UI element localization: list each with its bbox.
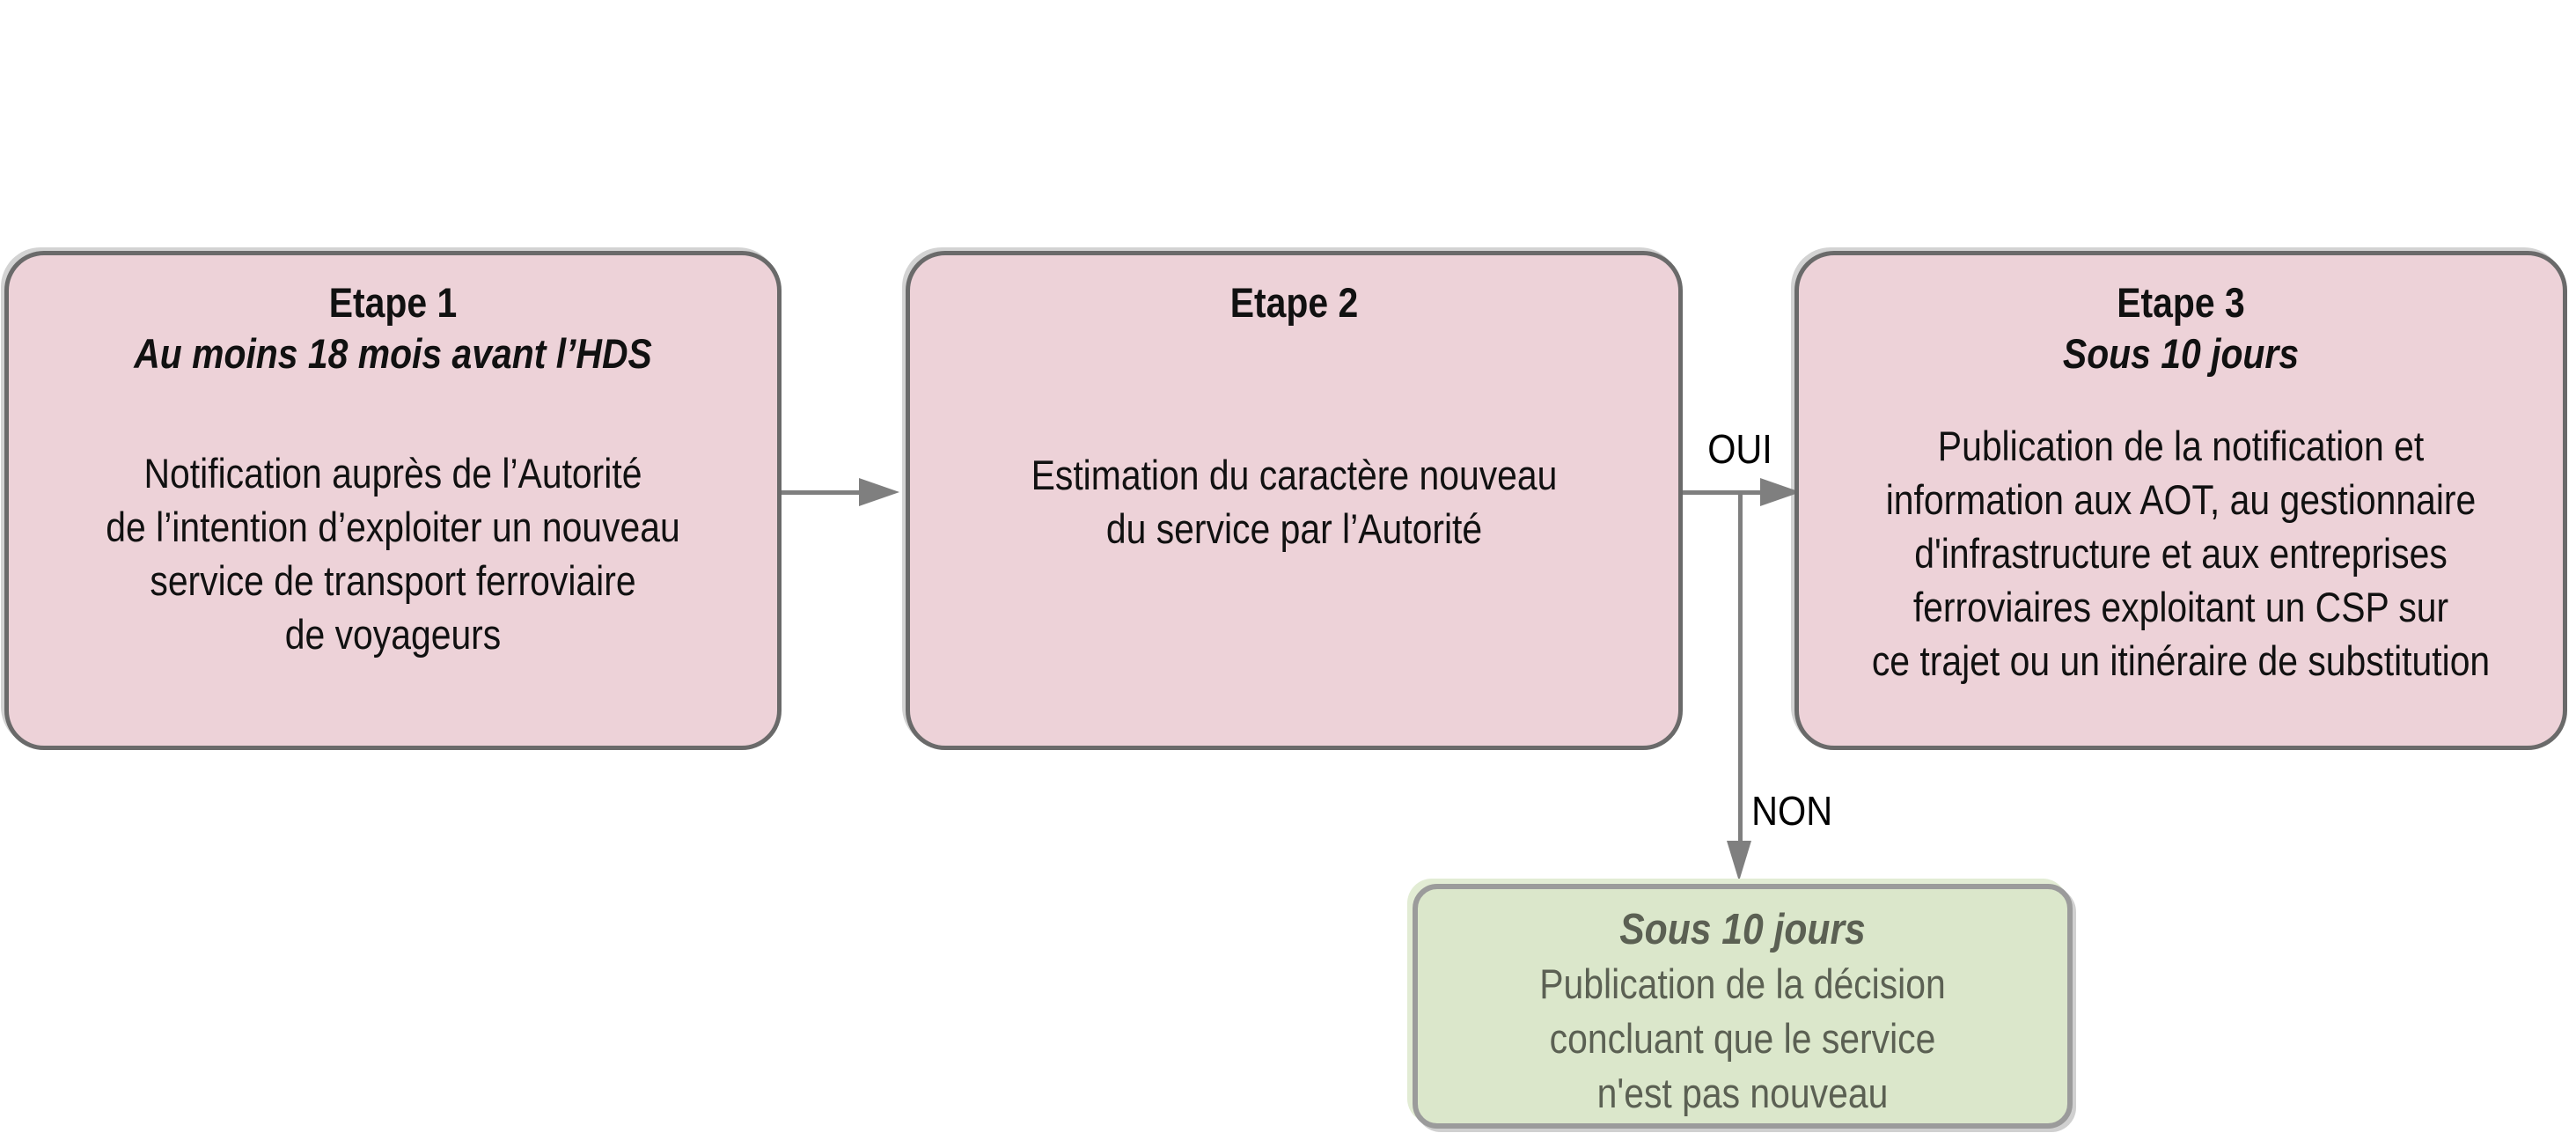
decision-body-line: concluant que le service: [1549, 1015, 1936, 1062]
step1-title: Etape 1: [328, 279, 458, 326]
step3-title: Etape 3: [2117, 279, 2245, 326]
step3-body-line: d'infrastructure et aux entreprises: [1914, 530, 2448, 577]
arrow-step2-to-decision-shaft: [1738, 492, 1743, 842]
step1-subtitle: Au moins 18 mois avant l’HDS: [134, 330, 652, 377]
step2-box: Etape 2 Estimation du caractère nouveau …: [906, 251, 1683, 750]
oui-branch-label: OUI: [1707, 426, 1772, 472]
step1-box: Etape 1 Au moins 18 mois avant l’HDS Not…: [4, 251, 782, 750]
decision-title: Sous 10 jours: [1619, 906, 1866, 953]
step3-subtitle: Sous 10 jours: [2062, 330, 2300, 377]
step1-body-line: de voyageurs: [284, 611, 502, 658]
step3-box: Etape 3 Sous 10 jours Publication de la …: [1794, 251, 2567, 750]
step3-spacer: [1799, 379, 2563, 419]
step2-spacer: [910, 328, 1678, 448]
step3-body-line: information aux AOT, au gestionnaire: [1885, 476, 2477, 523]
arrow-right-icon: [1760, 478, 1801, 506]
step3-body-line: Publication de la notification et: [1937, 423, 2425, 469]
arrow-right-icon: [859, 478, 899, 506]
step3-body-line: ferroviaires exploitant un CSP sur: [1912, 584, 2449, 630]
arrow-step2-to-step3-shaft: [1683, 490, 1764, 495]
step1-spacer: [9, 379, 777, 446]
non-branch-label: NON: [1751, 788, 1833, 834]
step2-body-line: du service par l’Autorité: [1105, 505, 1483, 552]
step2-title: Etape 2: [1229, 279, 1359, 326]
step1-body-line: service de transport ferroviaire: [150, 557, 636, 604]
step1-body-line: Notification auprès de l’Autorité: [143, 450, 642, 497]
decision-body-line: n'est pas nouveau: [1596, 1070, 1889, 1116]
decision-body-line: Publication de la décision: [1539, 960, 1946, 1007]
arrow-step1-to-step2-shaft: [782, 490, 862, 495]
step2-body-line: Estimation du caractère nouveau: [1031, 452, 1558, 498]
arrow-down-icon: [1727, 841, 1751, 881]
step1-body-line: de l’intention d’exploiter un nouveau: [106, 504, 680, 550]
decision-box: Sous 10 jours Publication de la décision…: [1413, 884, 2073, 1129]
step3-body-line: ce trajet ou un itinéraire de substituti…: [1871, 637, 2491, 684]
